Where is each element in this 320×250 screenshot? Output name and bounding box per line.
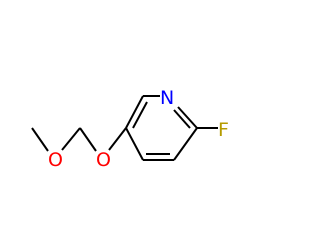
bond-c5-c6 — [125, 95, 144, 129]
bond-c2-c3 — [173, 127, 198, 161]
bond-n1-c2 — [177, 106, 198, 129]
bond-ch2-o — [61, 127, 81, 151]
bond-c2-n1-double — [173, 109, 191, 129]
structure-canvas: N F O O — [31, 87, 229, 171]
bond-o-ch2 — [79, 127, 97, 152]
bond-c5-c6-double — [132, 101, 148, 129]
atom-nitrogen-label: N — [160, 87, 174, 109]
bond-c5-o — [108, 127, 127, 151]
atom-fluorine-label: F — [218, 119, 229, 141]
atom-oxygen-methoxy-label: O — [48, 149, 63, 171]
bond-c4-c5 — [125, 127, 144, 161]
molecule-structure: N F O O — [31, 87, 229, 171]
bond-o-ch3 — [31, 127, 49, 152]
atom-oxygen-ether-label: O — [96, 149, 111, 171]
